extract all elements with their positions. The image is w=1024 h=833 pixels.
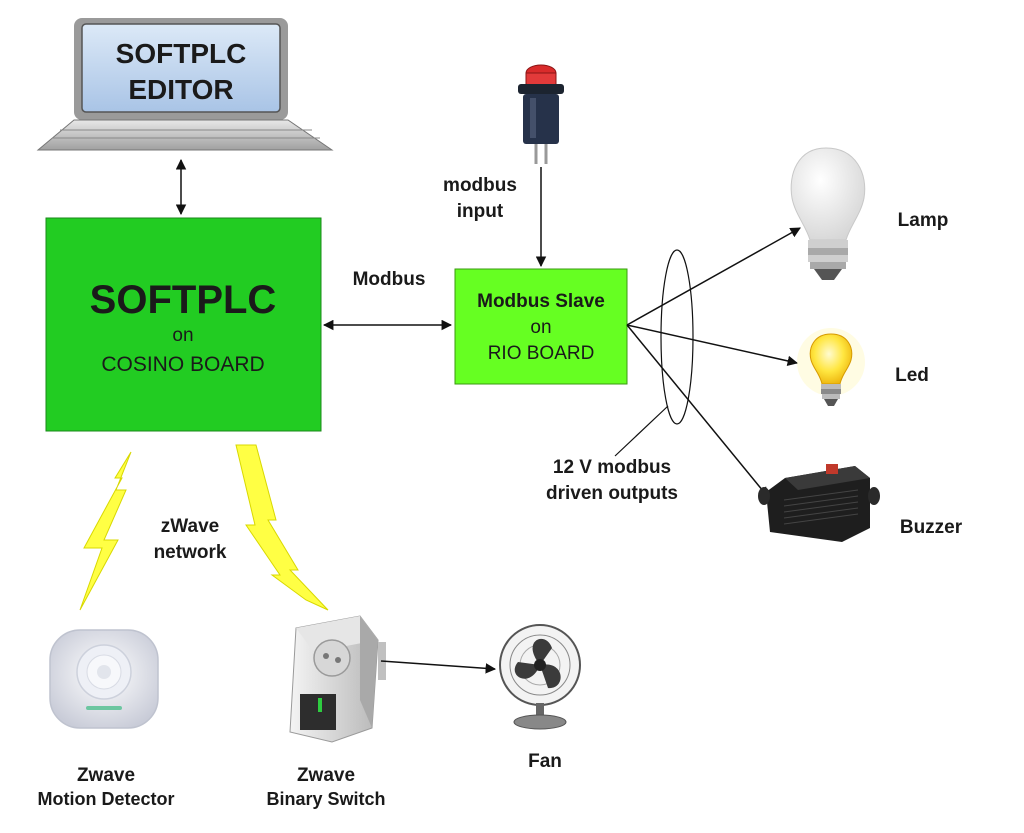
lamp-label: Lamp bbox=[898, 210, 949, 231]
lightning-bolt-icon bbox=[79, 451, 132, 611]
modbus-input-label-1: modbus bbox=[443, 175, 517, 196]
buzzer-icon bbox=[758, 464, 880, 542]
push-button-icon bbox=[518, 64, 564, 164]
softplc-board: COSINO BOARD bbox=[101, 353, 264, 376]
lightning-bolt-icon bbox=[235, 444, 329, 611]
editor-title-line1: SOFTPLC bbox=[116, 38, 247, 69]
modbus-input-label-2: input bbox=[457, 201, 504, 222]
editor-title-line2: EDITOR bbox=[128, 74, 233, 105]
slave-title: Modbus Slave bbox=[477, 291, 605, 312]
motion-label-2: Motion Detector bbox=[38, 789, 175, 809]
softplc-box bbox=[45, 217, 322, 432]
modbus-slave-box bbox=[454, 268, 628, 385]
binary-switch-icon bbox=[289, 615, 386, 743]
zwave-label-2: network bbox=[154, 542, 227, 563]
switch-label-1: Zwave bbox=[297, 765, 355, 786]
switch-label-2: Binary Switch bbox=[266, 789, 385, 809]
buzzer-label: Buzzer bbox=[900, 517, 963, 538]
outputs-label-2: driven outputs bbox=[546, 483, 678, 504]
motion-label-1: Zwave bbox=[77, 765, 135, 786]
softplc-on: on bbox=[172, 325, 193, 346]
fan-label: Fan bbox=[528, 751, 562, 772]
output-bundle-ellipse bbox=[660, 249, 694, 425]
motion-detector-icon bbox=[49, 629, 159, 729]
modbus-link-label: Modbus bbox=[353, 269, 426, 290]
slave-on: on bbox=[530, 317, 551, 338]
lamp-bulb-icon bbox=[790, 147, 866, 280]
led-label: Led bbox=[895, 365, 929, 386]
led-bulb-icon bbox=[797, 328, 865, 406]
outputs-callout-line bbox=[614, 405, 669, 457]
fan-output-arrow bbox=[380, 660, 497, 674]
outputs-label-1: 12 V modbus bbox=[553, 457, 671, 478]
lamp-output-arrow bbox=[626, 227, 801, 326]
fan-icon bbox=[499, 624, 581, 730]
zwave-label-1: zWave bbox=[161, 516, 219, 537]
slave-board: RIO BOARD bbox=[488, 343, 595, 364]
softplc-title: SOFTPLC bbox=[90, 278, 277, 322]
led-output-arrow bbox=[626, 324, 799, 367]
buzzer-output-arrow bbox=[626, 324, 769, 498]
laptop-icon bbox=[36, 18, 334, 151]
